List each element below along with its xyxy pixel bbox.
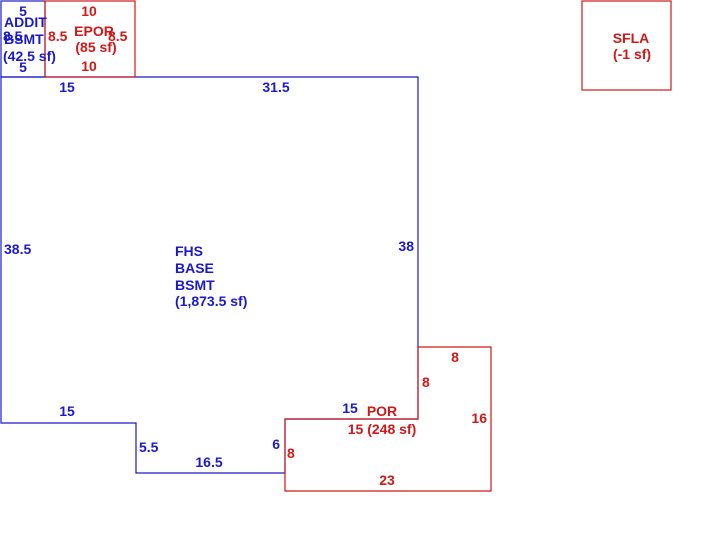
addition-dim-top: 5 <box>19 3 27 19</box>
addition-dim-bottom: 5 <box>19 59 27 75</box>
por-dim-left-upper: 8 <box>422 374 430 390</box>
epor-area: (85 sf) <box>75 39 116 55</box>
por-outline <box>284 346 492 492</box>
main-name-line3: BSMT <box>175 277 215 293</box>
main-name-line1: FHS <box>175 243 203 259</box>
epor-outline <box>44 0 136 78</box>
addition-name-line1: ADDIT <box>4 14 47 30</box>
main-dim-bottom-left: 15 <box>59 403 75 419</box>
sfla-outline <box>581 0 672 91</box>
main-dim-bottom-right: 15 <box>342 400 358 416</box>
main-dim-step: 6 <box>272 436 280 452</box>
por-dim-top: 8 <box>451 349 459 365</box>
por-area: 15 (248 sf) <box>348 421 416 437</box>
addition-dim-right: 8.5 <box>48 28 68 44</box>
addition-name-line2: BSMT <box>4 31 44 47</box>
main-dim-top-left: 15 <box>59 79 75 95</box>
main-dim-left: 38.5 <box>4 241 31 257</box>
sfla-area: (-1 sf) <box>613 46 651 62</box>
epor-dim-top: 10 <box>81 3 97 19</box>
addition-dim-left: 8.5 <box>3 28 23 44</box>
main-dim-bottom-mid: 16.5 <box>195 454 222 470</box>
epor-dim-right: 8.5 <box>108 28 128 44</box>
main-name-line2: BASE <box>175 260 214 276</box>
epor-name: EPOR <box>74 23 114 39</box>
sfla-name: SFLA <box>613 30 650 46</box>
main-area: (1,873.5 sf) <box>175 293 247 309</box>
por-name: POR <box>367 403 397 419</box>
epor-dim-bottom: 10 <box>81 58 97 74</box>
main-dim-right: 38 <box>398 238 414 254</box>
por-dim-left-lower: 8 <box>287 445 295 461</box>
addition-area: (42.5 sf) <box>3 48 56 64</box>
por-dim-right: 16 <box>471 410 487 426</box>
main-dim-top-right: 31.5 <box>262 79 289 95</box>
main-dim-notch: 5.5 <box>139 439 159 455</box>
por-dim-bottom: 23 <box>379 472 395 488</box>
